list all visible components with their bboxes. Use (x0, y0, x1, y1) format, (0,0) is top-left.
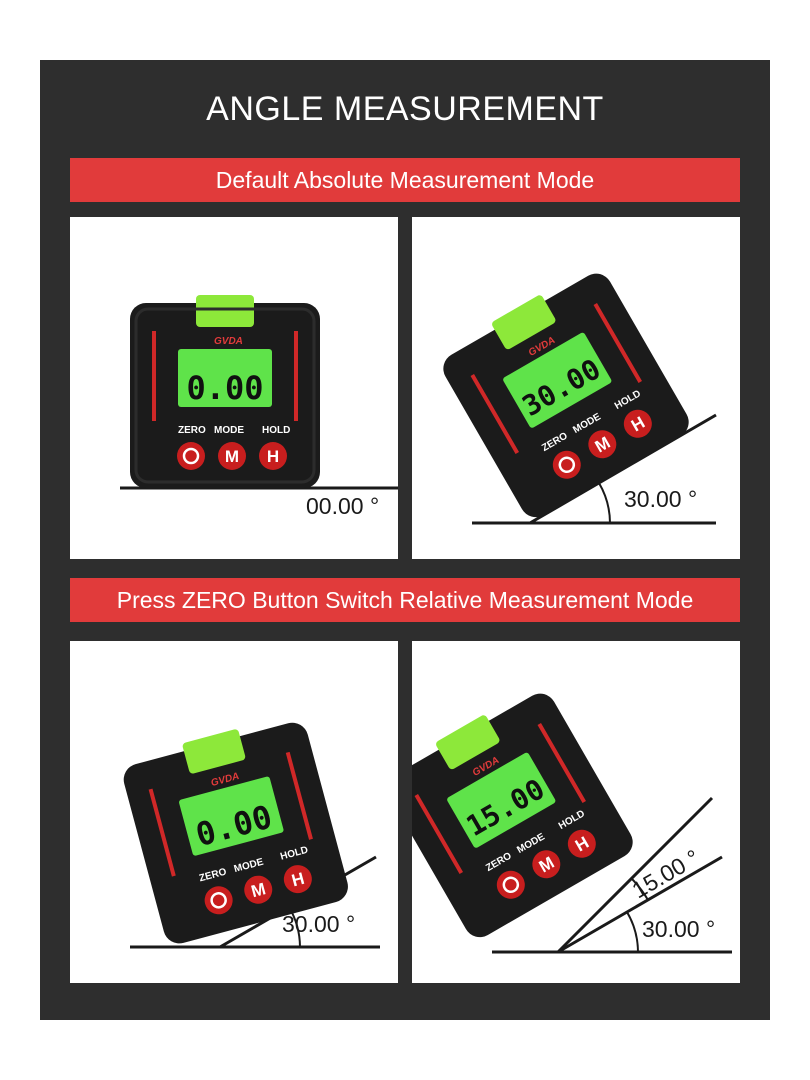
angle-gauge-device: GVDA 30.00 ZERO MODE HOLD M H (443, 273, 689, 518)
hold-button[interactable] (259, 442, 287, 470)
power-icon (182, 447, 200, 465)
hold-button[interactable] (619, 405, 657, 443)
lcd-screen (503, 332, 612, 428)
svg-text:M: M (225, 447, 239, 466)
angle-arc (598, 482, 611, 524)
angle-arc-15 (630, 877, 649, 901)
power-zero-button[interactable] (201, 883, 235, 917)
angle-label: 30.00 ° (624, 486, 697, 512)
hold-button[interactable] (563, 825, 601, 863)
zero-label: ZERO (178, 425, 206, 436)
power-icon (210, 892, 227, 909)
svg-text:M: M (249, 879, 268, 901)
spirit-level-icon (196, 295, 254, 327)
red-trim (152, 331, 298, 421)
mode-button[interactable] (241, 873, 275, 907)
panel-2-illustration: 30.00 ° GVDA 30.00 ZERO MODE HOLD M H (443, 273, 717, 525)
mode-button[interactable] (527, 845, 565, 883)
power-zero-button[interactable] (177, 442, 205, 470)
angle-label: 00.00 ° (306, 493, 379, 519)
angle-arc-30 (626, 911, 639, 953)
panel-3-illustration: 30.00 ° GVDA 0.00 ZERO MODE HOLD M H (123, 722, 380, 949)
page-title: ANGLE MEASUREMENT (206, 90, 604, 128)
poster-frame: ANGLE MEASUREMENT Default Absolute Measu… (40, 60, 770, 1020)
power-icon (502, 876, 520, 894)
lcd-screen (179, 776, 284, 856)
power-zero-button[interactable] (548, 446, 586, 484)
spirit-level-icon (436, 715, 500, 770)
red-trim (414, 723, 586, 874)
mode-button[interactable] (218, 442, 246, 470)
spirit-level-icon (492, 295, 556, 350)
power-zero-button[interactable] (492, 866, 530, 904)
panel-1-illustration: 00.00 ° GVDA 0.00 ZERO MODE HOLD M H (120, 295, 398, 519)
section-banner-relative: Press ZERO Button Switch Relative Measur… (70, 578, 740, 622)
panel-relative-zero: 30.00 ° GVDA 0.00 ZERO MODE HOLD M H (70, 641, 398, 983)
brand-logo: GVDA (214, 336, 243, 347)
hold-label: HOLD (262, 425, 290, 436)
incline-line-45 (556, 796, 714, 954)
spirit-level-icon (182, 729, 246, 774)
angle-gauge-device: GVDA 0.00 ZERO MODE HOLD M H (123, 722, 348, 944)
lcd-reading: 0.00 (186, 369, 263, 407)
panel-4-illustration: 30.00 ° 15.00 ° GVDA 15.00 ZERO MODE HOL… (412, 693, 732, 954)
angle-gauge-device: GVDA 0.00 ZERO MODE HOLD M H (130, 295, 320, 488)
svg-text:H: H (267, 447, 279, 466)
mode-button[interactable] (583, 425, 621, 463)
panel-relative-fifteen: 30.00 ° 15.00 ° GVDA 15.00 ZERO MODE HOL… (412, 641, 740, 983)
section-banner-absolute: Default Absolute Measurement Mode (70, 158, 740, 202)
incline-line-30 (557, 855, 723, 954)
lcd-screen (447, 752, 556, 848)
power-icon (558, 456, 576, 474)
angle-label-base: 30.00 ° (642, 916, 715, 942)
angle-gauge-device: GVDA 15.00 ZERO MODE HOLD M H (412, 693, 633, 938)
red-trim (148, 751, 313, 877)
hold-button[interactable] (281, 862, 315, 896)
angle-label: 30.00 ° (282, 911, 355, 937)
mode-label: MODE (214, 425, 244, 436)
red-trim (470, 303, 642, 454)
panel-absolute-thirty: 30.00 ° GVDA 30.00 ZERO MODE HOLD M H (412, 217, 740, 559)
lcd-screen (178, 349, 272, 407)
svg-text:H: H (290, 869, 307, 891)
panel-absolute-zero: 00.00 ° GVDA 0.00 ZERO MODE HOLD M H (70, 217, 398, 559)
